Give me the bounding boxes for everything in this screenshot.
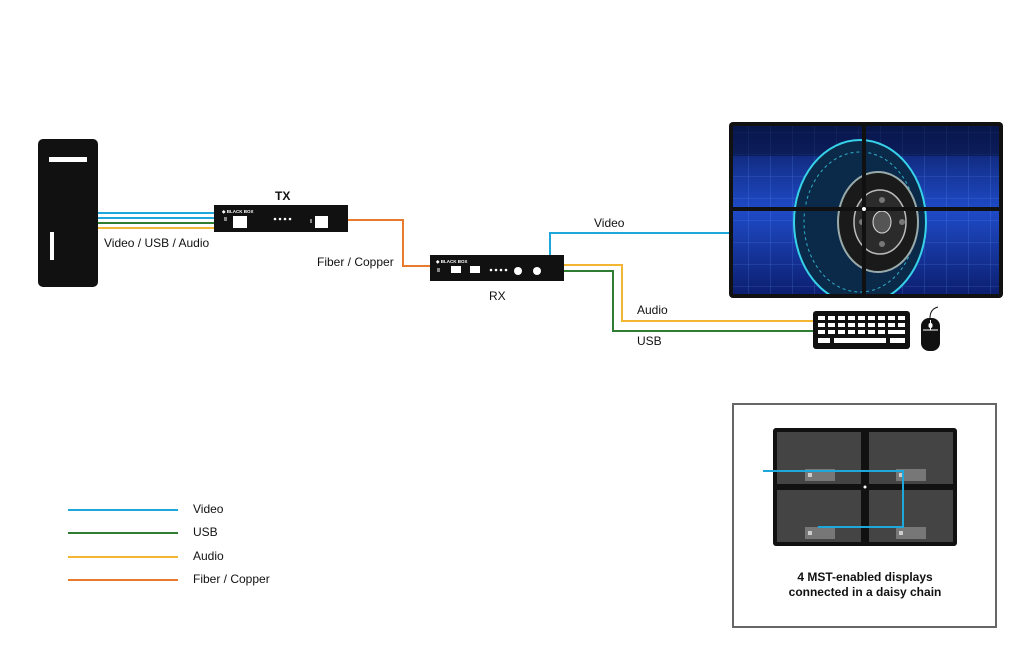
legend-swatch-usb xyxy=(68,532,178,534)
legend-label-fiber-copper: Fiber / Copper xyxy=(193,572,270,586)
tx-brand-text: ◆ BLACK BOX xyxy=(221,209,253,214)
mouse xyxy=(921,306,940,351)
daisy-chain-inset xyxy=(732,403,997,628)
fiber-copper-label: Fiber / Copper xyxy=(317,255,394,269)
tx-label: TX xyxy=(275,189,291,203)
pc-tx-cables xyxy=(98,212,216,229)
rx-label: RX xyxy=(489,289,506,303)
usb-label: USB xyxy=(637,334,662,348)
inset-caption-line-1: 4 MST-enabled displays xyxy=(797,570,933,584)
fiber-copper-cable xyxy=(348,219,432,267)
inset-caption-line-2: connected in a daisy chain xyxy=(788,585,942,599)
legend-swatch-video xyxy=(68,509,178,511)
legend-label-video: Video xyxy=(193,502,224,516)
keyboard xyxy=(813,311,910,349)
audio-label: Audio xyxy=(637,303,668,317)
rx-brand-text: ◆ BLACK BOX xyxy=(435,259,467,264)
legend-swatch-fiber-copper xyxy=(68,579,178,581)
pc-tower xyxy=(38,139,98,287)
video-usb-audio-label: Video / USB / Audio xyxy=(104,236,210,250)
inset-caption: 4 MST-enabled displays connected in a da… xyxy=(740,570,990,600)
rx-output-cables xyxy=(549,232,815,332)
video-wall xyxy=(729,122,1003,298)
legend-swatch-audio xyxy=(68,556,178,558)
tx-device: ◆ BLACK BOX xyxy=(214,205,348,232)
legend-label-usb: USB xyxy=(193,525,218,539)
video-label: Video xyxy=(594,216,625,230)
legend-label-audio: Audio xyxy=(193,549,224,563)
tire-graphic xyxy=(793,139,927,294)
rx-device: ◆ BLACK BOX xyxy=(430,255,564,281)
